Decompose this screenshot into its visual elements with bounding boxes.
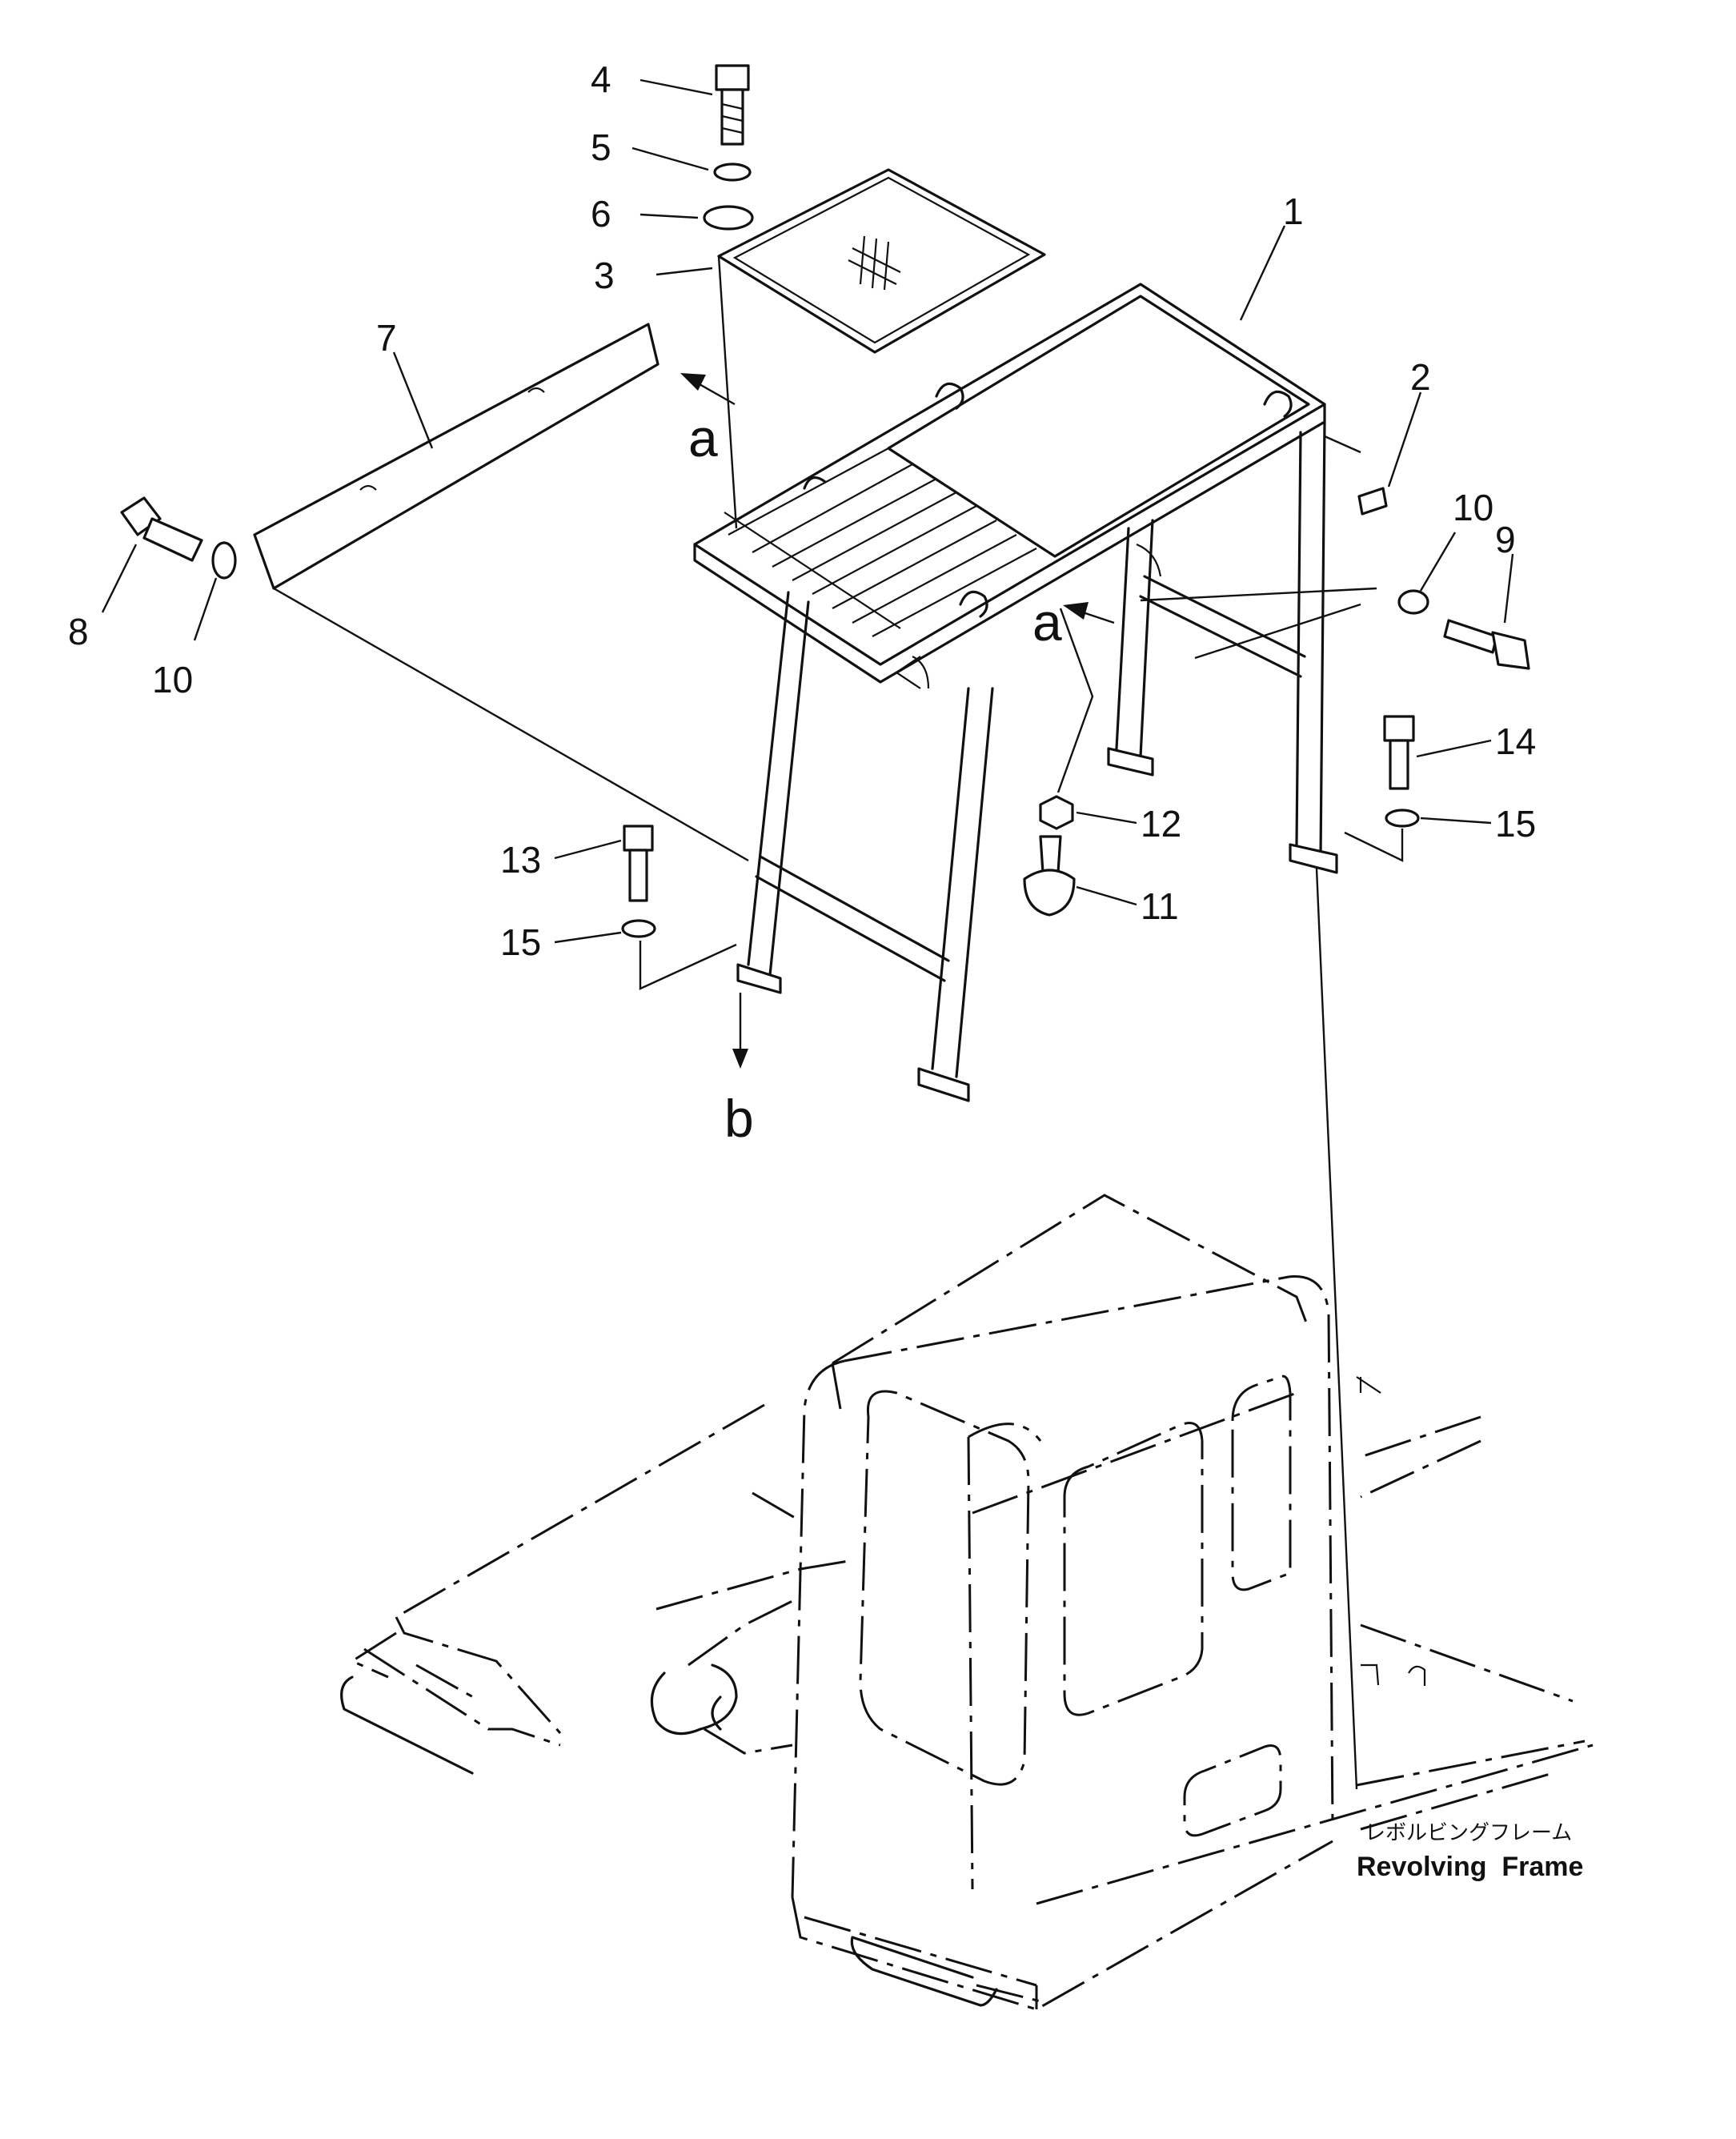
screen-cover (717, 168, 1046, 354)
assembly-lines (273, 255, 1404, 1790)
washer-15-right (1385, 809, 1420, 828)
view-letter-a-left: a (688, 408, 718, 468)
bolt-13 (623, 825, 654, 902)
callout-3: 3 (594, 255, 615, 296)
bolt-4 (715, 64, 750, 146)
callout-9: 9 (1495, 519, 1516, 560)
callout-5: 5 (591, 126, 611, 168)
callout-12: 12 (1141, 803, 1181, 845)
stopper-11 (1023, 835, 1076, 917)
callout-2: 2 (1410, 356, 1431, 398)
view-letter-a-right: a (1032, 592, 1062, 652)
bolt-14 (1383, 715, 1415, 790)
callout-15-right: 15 (1495, 803, 1536, 845)
side-panel-7 (253, 323, 660, 590)
bolt-8 (120, 496, 203, 562)
callout-14: 14 (1495, 720, 1536, 762)
spacer-2 (1357, 487, 1388, 516)
washer-10-right (1397, 589, 1429, 615)
callout-10-right: 10 (1453, 487, 1493, 528)
cab-and-revolving-frame (340, 1194, 1594, 2011)
callout-leaders (101, 78, 1514, 944)
callout-11: 11 (1141, 885, 1179, 927)
revolving-frame-label-english: Revolving Frame (1357, 1852, 1583, 1882)
callout-8: 8 (68, 611, 89, 652)
callout-13: 13 (500, 839, 541, 881)
washer-10-left (211, 541, 237, 580)
direction-arrows (680, 373, 1115, 1069)
washer-5 (713, 163, 752, 182)
washer-6 (703, 205, 754, 231)
callout-10-left: 10 (152, 659, 193, 700)
washer-15-left (621, 919, 656, 938)
bolt-9 (1443, 619, 1530, 670)
view-letter-b: b (724, 1089, 754, 1148)
top-guard-frame (693, 283, 1338, 1102)
nut-12 (1039, 795, 1074, 830)
callout-6: 6 (591, 193, 611, 235)
callout-4: 4 (591, 58, 611, 100)
callout-7: 7 (376, 317, 397, 359)
revolving-frame-label-japanese: レボルビングフレーム (1365, 1821, 1572, 1845)
callout-15-left: 15 (500, 921, 541, 963)
callout-1: 1 (1283, 191, 1304, 232)
